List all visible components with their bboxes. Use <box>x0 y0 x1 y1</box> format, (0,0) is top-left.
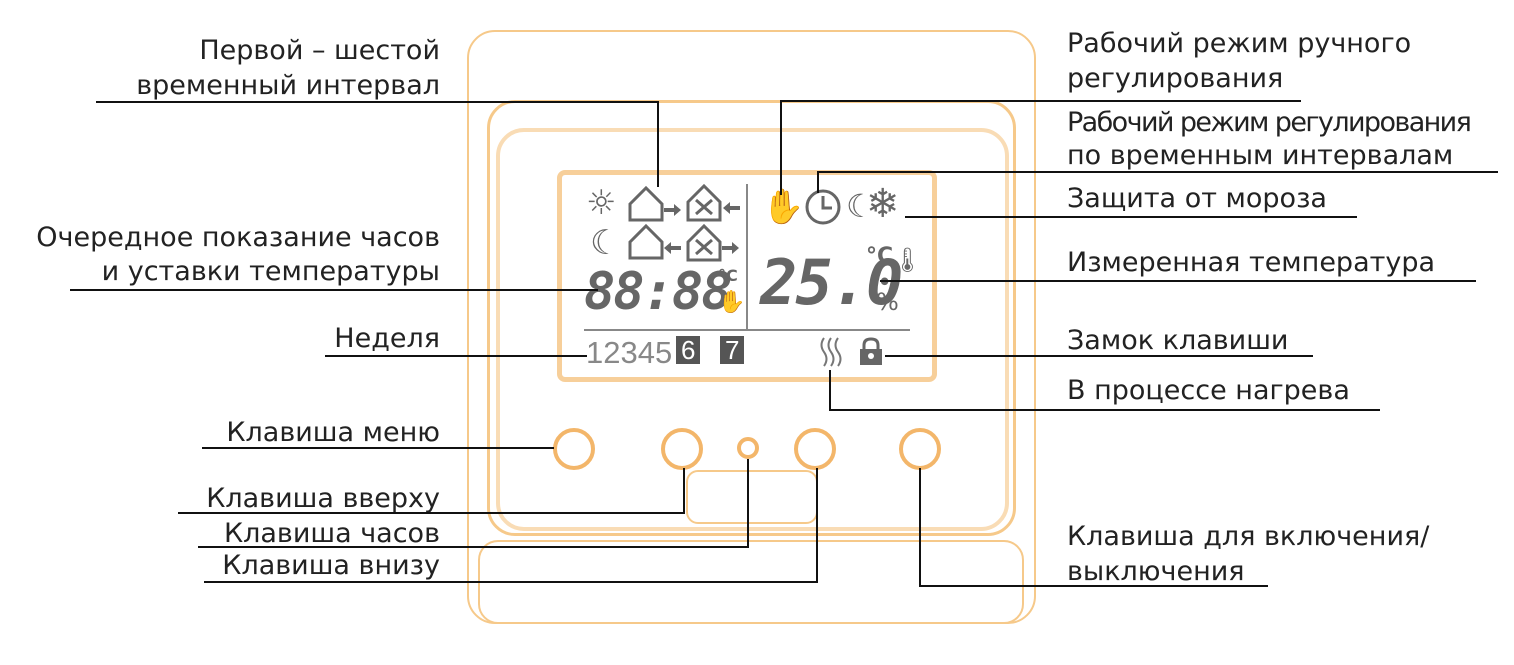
leader-interval-drop <box>657 101 659 187</box>
label-interval-line2: временный интервал <box>136 70 440 101</box>
leader-interval-mode <box>818 171 1498 173</box>
label-clock-key: Клавиша часов <box>223 518 440 549</box>
power-button[interactable] <box>899 428 941 470</box>
clock-icon <box>804 188 842 229</box>
leader-up-drop <box>683 468 685 514</box>
label-manual-line2: регулирования <box>1067 63 1284 94</box>
hand-icon: ✋ <box>762 187 805 227</box>
snowflake-icon: ❄ <box>866 181 900 227</box>
week-day: 5 <box>655 335 673 370</box>
hand-small-icon: ✋ <box>718 290 746 315</box>
device-bottom-slot <box>686 470 818 524</box>
leader-up <box>178 512 685 514</box>
heat-waves-icon <box>818 336 844 371</box>
week-day: 3 <box>620 335 638 370</box>
label-week: Неделя <box>334 323 440 354</box>
label-power-line2: выключения <box>1067 556 1245 587</box>
leader-clock-drop <box>747 459 749 548</box>
clock-button[interactable] <box>737 437 759 459</box>
label-up-key: Клавиша вверху <box>206 483 440 514</box>
home-arrive-left-icon <box>626 222 682 265</box>
leader-manual-drop <box>780 100 782 195</box>
leader-key-lock <box>885 355 1313 357</box>
temp-unit: °C <box>866 244 894 269</box>
label-interval-mode-line2: по временным интервалам <box>1067 140 1454 171</box>
label-interval-line1: Первой – шестой <box>199 35 440 66</box>
label-heating: В процессе нагрева <box>1067 375 1350 406</box>
lock-icon <box>856 336 886 369</box>
home-leave-right-icon <box>684 222 742 267</box>
label-menu-key: Клавиша меню <box>226 417 440 448</box>
lcd-divider-vertical <box>746 184 748 330</box>
label-interval-mode-line1: Рабочий режим регулирования <box>1067 107 1472 138</box>
lcd-divider-horizontal <box>584 329 910 331</box>
up-button[interactable] <box>661 428 703 470</box>
leader-down <box>204 581 818 583</box>
label-down-key: Клавиша внизу <box>222 550 440 581</box>
label-display-line2: и уставки температуры <box>101 256 440 287</box>
leader-clock <box>198 546 749 548</box>
clock-digits: 88:88 <box>584 262 733 322</box>
leader-frost <box>905 216 1357 218</box>
week-day: 1 <box>586 335 604 370</box>
week-day-inverted: 6 <box>676 336 701 364</box>
clock-unit: °C <box>718 266 738 285</box>
leader-measured-temp <box>880 280 1476 282</box>
menu-button[interactable] <box>553 428 595 470</box>
label-measured-temp: Измеренная температура <box>1067 247 1436 278</box>
leader-power-drop <box>919 468 921 587</box>
thermometer-icon: 🌡 <box>892 246 923 274</box>
leader-power <box>920 585 1268 587</box>
down-button[interactable] <box>794 428 836 470</box>
leader-menu <box>202 447 554 449</box>
moon-icon: ☾ <box>590 223 621 263</box>
week-day: 2 <box>603 335 621 370</box>
home-leave-icon <box>684 182 742 227</box>
temperature-reading: 25.0 <box>760 246 903 319</box>
label-power-line1: Клавиша для включения/ <box>1067 521 1430 552</box>
leader-interval <box>96 101 658 103</box>
leader-heating <box>830 409 1380 411</box>
leader-manual <box>781 100 1301 102</box>
week-day: 4 <box>637 335 655 370</box>
moon-frost-icon: ☾ <box>846 187 875 225</box>
leader-interval-mode-drop <box>817 171 819 193</box>
leader-display <box>70 289 598 291</box>
label-display-line1: Очередное показание часов <box>36 222 440 253</box>
device-panel-frame <box>496 128 1009 531</box>
sun-icon: ☼ <box>586 183 617 223</box>
label-manual-line1: Рабочий режим ручного <box>1067 28 1412 59</box>
device-inner-frame <box>487 100 1016 536</box>
home-arrive-icon <box>626 184 682 227</box>
label-frost: Защита от мороза <box>1067 183 1327 214</box>
leader-week <box>325 355 587 357</box>
leader-heating-drop <box>829 370 831 411</box>
label-key-lock: Замок клавиши <box>1067 325 1289 356</box>
lcd-screen <box>557 170 937 382</box>
week-day-inverted: 7 <box>720 336 745 364</box>
humidity-unit: % <box>876 288 899 316</box>
leader-down-drop <box>816 468 818 583</box>
